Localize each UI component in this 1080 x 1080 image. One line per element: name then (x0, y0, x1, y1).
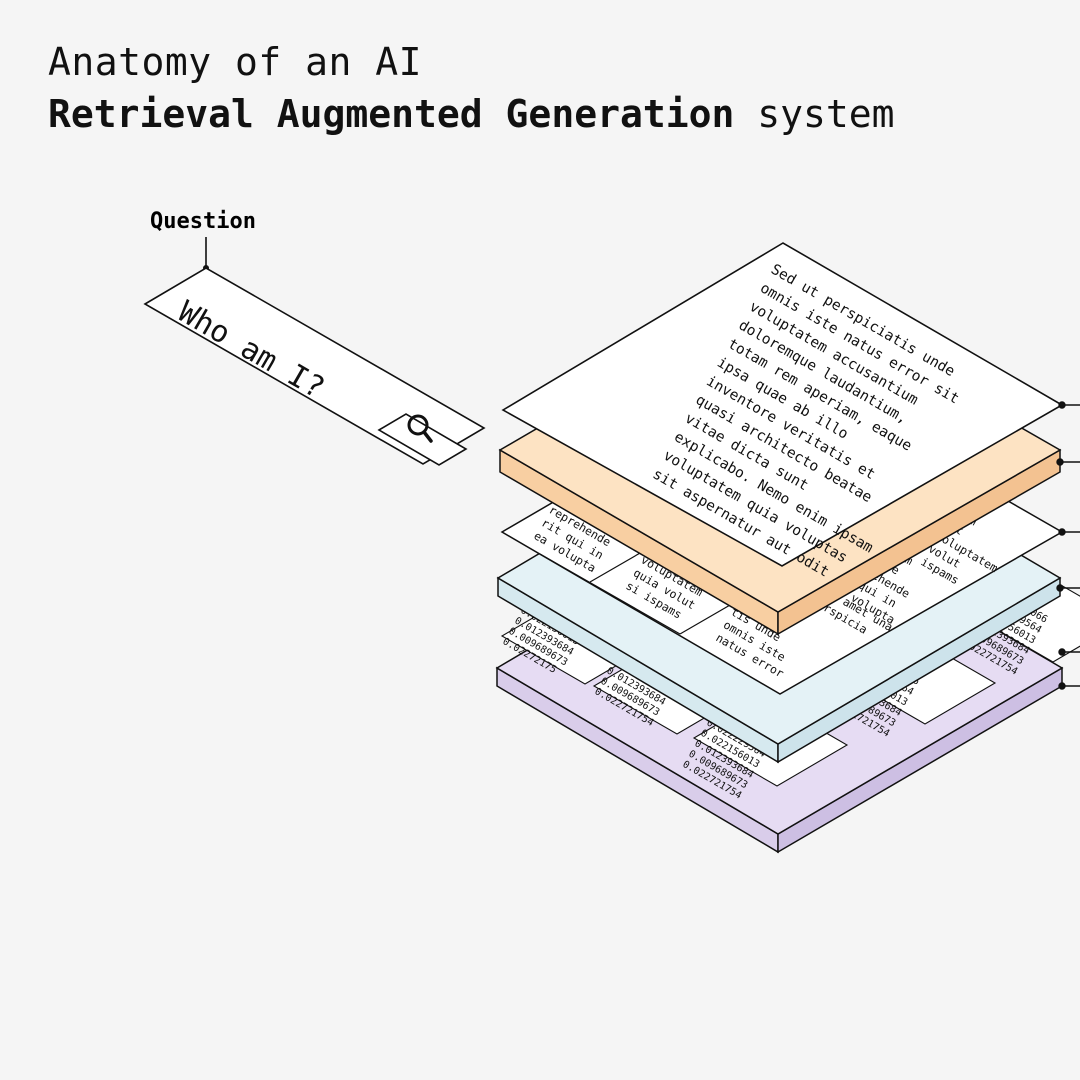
title-line-2: Retrieval Augmented Generation system (48, 88, 895, 140)
question-search-bar[interactable]: Who am I? (143, 267, 486, 466)
search-button[interactable] (377, 413, 468, 466)
title-rest: system (757, 92, 895, 136)
title-bold: Retrieval Augmented Generation (48, 92, 735, 136)
chunk-grid-line (539, 553, 681, 635)
page-title: Anatomy of an AI Retrieval Augmented Gen… (48, 36, 895, 140)
layer-leaders (1056, 401, 1080, 690)
question-label: Question (150, 209, 256, 234)
search-icon (407, 414, 433, 443)
title-line-1: Anatomy of an AI (48, 40, 423, 84)
